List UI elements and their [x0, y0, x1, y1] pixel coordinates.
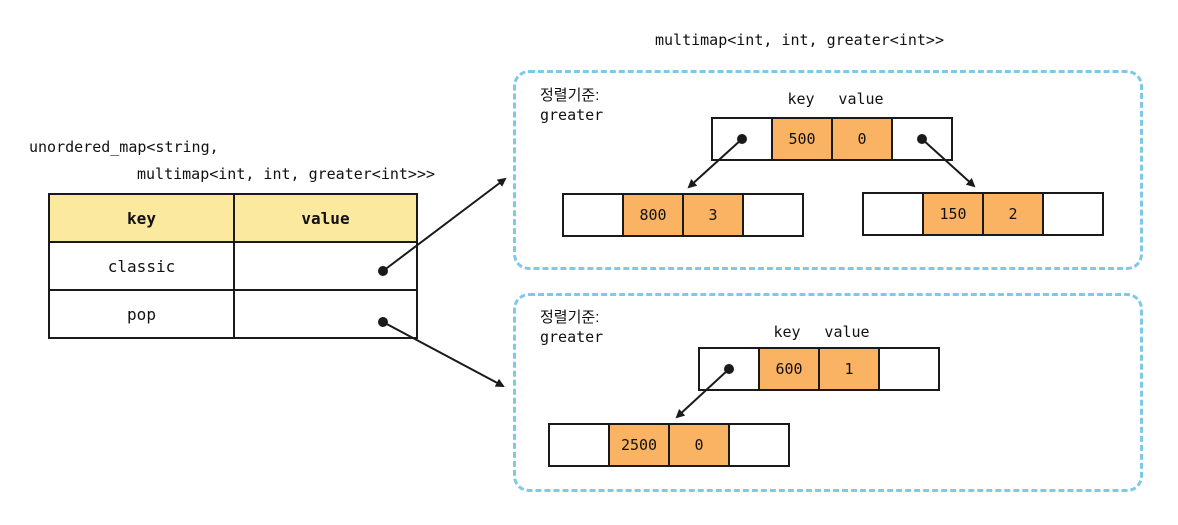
right-pointer-cell — [878, 349, 938, 389]
table-row-value-classic — [233, 241, 416, 289]
node-value-cell: 2 — [982, 194, 1042, 234]
criteria-comparator: greater — [540, 327, 604, 346]
right-pointer-cell — [742, 195, 802, 235]
criteria-text-korean: 정렬기준: — [540, 309, 600, 326]
node-column-labels-1: key value — [771, 90, 891, 108]
sort-criteria-label-1: 정렬기준: greater — [540, 87, 603, 125]
table-row-key-pop: pop — [50, 289, 233, 337]
node-value-cell: 1 — [818, 349, 878, 389]
declaration-line-2: multimap<int, int, greater<int>>> — [137, 165, 436, 183]
tree-node-left-pop: 2500 0 — [548, 423, 790, 467]
node-column-labels-2: key value — [757, 323, 877, 341]
value-column-label: value — [838, 90, 884, 108]
node-value-cell: 0 — [831, 119, 891, 159]
right-pointer-cell — [1042, 194, 1102, 234]
node-key-cell: 500 — [771, 119, 831, 159]
right-pointer-cell — [728, 425, 788, 465]
table-header-value: value — [233, 195, 416, 241]
node-key-cell: 800 — [622, 195, 682, 235]
criteria-text-korean: 정렬기준: — [540, 87, 600, 104]
criteria-comparator: greater — [540, 105, 604, 124]
node-key-cell: 600 — [758, 349, 818, 389]
node-key-cell: 150 — [922, 194, 982, 234]
table-row-value-pop — [233, 289, 416, 337]
key-column-label: key — [787, 90, 815, 108]
tree-node-root-pop: 600 1 — [698, 347, 940, 391]
left-pointer-cell — [864, 194, 922, 234]
node-key-cell: 2500 — [608, 425, 668, 465]
left-pointer-cell — [700, 349, 758, 389]
declaration-line-1: unordered_map<string, — [29, 138, 219, 156]
tree-node-left-classic: 800 3 — [562, 193, 804, 237]
left-pointer-cell — [550, 425, 608, 465]
tree-node-right-classic: 150 2 — [862, 192, 1104, 236]
tree-node-root-classic: 500 0 — [711, 117, 953, 161]
node-value-cell: 0 — [668, 425, 728, 465]
table-row-key-classic: classic — [50, 241, 233, 289]
sort-criteria-label-2: 정렬기준: greater — [540, 309, 603, 347]
multimap-box-classic — [513, 70, 1143, 270]
unordered-map-table: key value classic pop — [48, 193, 418, 339]
table-header-key: key — [50, 195, 233, 241]
key-column-label: key — [773, 323, 801, 341]
left-pointer-cell — [564, 195, 622, 235]
multimap-type-title: multimap<int, int, greater<int>> — [655, 31, 944, 49]
multimap-box-pop — [513, 293, 1143, 492]
node-value-cell: 3 — [682, 195, 742, 235]
left-pointer-cell — [713, 119, 771, 159]
right-pointer-cell — [891, 119, 951, 159]
value-column-label: value — [824, 323, 870, 341]
